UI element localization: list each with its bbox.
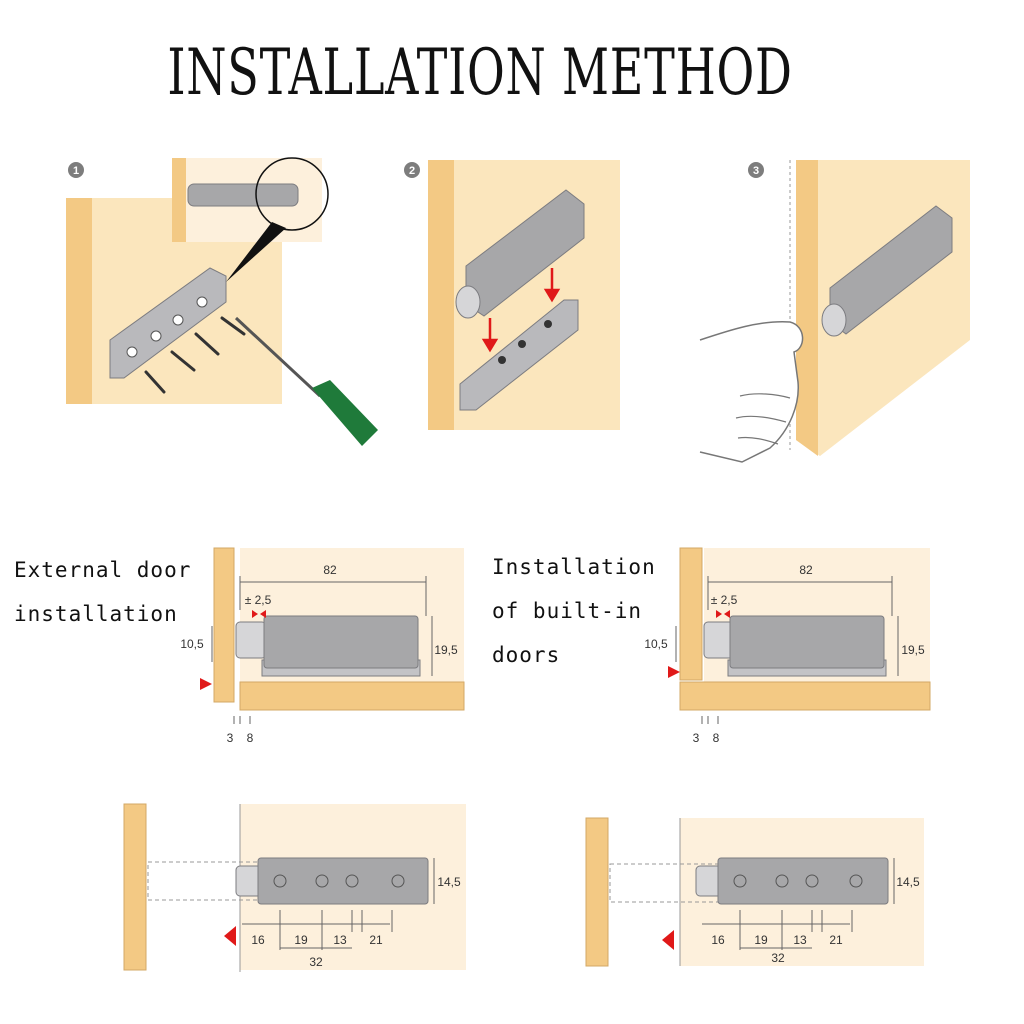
builtin-length-label: 82 [799, 563, 813, 577]
builtin-side-marker [668, 666, 680, 678]
builtin-plan-c-label: 13 [793, 933, 807, 947]
external-door-plan-view: 14,5 16 19 13 21 32 [123, 803, 466, 972]
builtin-depth-label: 8 [713, 731, 720, 745]
step-2-plunger [455, 285, 481, 319]
step-1-door-edge [66, 198, 92, 404]
step-3-hand-fingers [735, 393, 791, 445]
step-3-cabinet-side [796, 160, 970, 456]
step-1-inset-door [172, 158, 186, 242]
step-1-bracket-hole-4 [196, 296, 208, 308]
builtin-side-latch [729, 615, 885, 669]
external-plan-b-label: 19 [294, 933, 308, 947]
external-plan-marker [224, 926, 236, 946]
external-gap-label: 3 [227, 731, 234, 745]
step-1-number: 1 [73, 165, 79, 177]
builtin-plan-latch [717, 857, 889, 905]
external-plan-dimension-lines [242, 858, 435, 950]
builtin-door-label-line-2: of built-in [492, 599, 643, 623]
step-2-door-edge [428, 160, 454, 430]
builtin-gap-label: 3 [693, 731, 700, 745]
step-1-screws [144, 316, 246, 394]
external-door-label-line-2: installation [14, 602, 178, 626]
builtin-plan-a-label: 16 [711, 933, 725, 947]
builtin-side-door [679, 547, 703, 681]
step-1-bracket-hole-3 [172, 314, 184, 326]
step-1-zoom-circle [255, 157, 329, 231]
external-side-dimension-lines [211, 576, 433, 724]
external-door-side-view: 82 ± 2,5 10,5 19,5 3 8 [180, 547, 465, 745]
builtin-tolerance-arrow-left [716, 610, 722, 618]
builtin-door-label-line-1: Installation [492, 555, 656, 579]
external-plan-latch [257, 857, 429, 905]
builtin-tolerance-arrow-right [724, 610, 730, 618]
builtin-plan-marker [662, 930, 674, 950]
step-1-screwdriver-handle [312, 380, 378, 446]
step-1-inset-latch [187, 183, 299, 207]
step-1-bracket-hole-2 [150, 330, 162, 342]
external-side-marker [200, 678, 212, 690]
builtin-plan-door [585, 817, 609, 967]
builtin-plan-travel [609, 863, 731, 903]
external-plan-door [123, 803, 147, 971]
builtin-door-plan-view: 14,5 16 19 13 21 32 [585, 817, 924, 967]
external-side-latch [263, 615, 419, 669]
step-1-screwdriver-shaft [234, 316, 322, 398]
external-door-label: External door installation [14, 548, 191, 636]
builtin-side-shelf [679, 681, 931, 711]
external-height-label: 19,5 [434, 643, 458, 657]
step-2-screw-1 [498, 356, 506, 364]
builtin-plan-holes [733, 874, 863, 888]
builtin-plan-width-label: 14,5 [896, 875, 920, 889]
step-2-illustration: 2 [404, 160, 620, 430]
external-plan-holes [273, 874, 405, 888]
step-1-badge [68, 162, 84, 178]
builtin-door-label-line-3: doors [492, 643, 561, 667]
step-3-illustration: 3 [699, 160, 970, 463]
step-1-bracket-hole-1 [126, 346, 138, 358]
external-tolerance-arrow-right [260, 610, 266, 618]
external-tolerance-arrow-left [252, 610, 258, 618]
step-1-bracket [109, 267, 227, 379]
builtin-door-side-view: 82 ± 2,5 10,5 19,5 3 8 [644, 547, 931, 745]
external-plan-c-label: 13 [333, 933, 347, 947]
step-3-plunger [821, 303, 847, 337]
external-depth-label: 8 [247, 731, 254, 745]
external-plan-total-label: 32 [309, 955, 323, 969]
external-plan-width-label: 14,5 [437, 875, 461, 889]
builtin-side-dimension-lines [675, 576, 899, 724]
builtin-plan-total-label: 32 [771, 951, 785, 965]
external-side-door [213, 547, 235, 703]
step-2-screw-2 [518, 340, 526, 348]
step-2-number: 2 [409, 165, 415, 177]
page-title: INSTALLATION METHOD [167, 36, 793, 110]
step-3-badge [748, 162, 764, 178]
step-3-door-edge [796, 160, 818, 456]
external-door-label-line-1: External door [14, 558, 192, 582]
external-side-shelf [239, 681, 465, 711]
builtin-plan-d-label: 21 [829, 933, 843, 947]
step-1-zoom-pointer [226, 222, 286, 282]
step-2-badge [404, 162, 420, 178]
step-3-hand [699, 320, 804, 463]
external-side-plunger [235, 621, 267, 659]
step-2-screw-3 [544, 320, 552, 328]
builtin-tolerance-label: ± 2,5 [711, 593, 738, 607]
step-3-number: 3 [753, 165, 759, 177]
builtin-offset-label: 10,5 [644, 637, 668, 651]
step-2-arrows [481, 268, 561, 353]
builtin-door-label: Installation of built-in doors [492, 545, 656, 677]
external-offset-label: 10,5 [180, 637, 204, 651]
external-tolerance-label: ± 2,5 [245, 593, 272, 607]
external-length-label: 82 [323, 563, 337, 577]
external-plan-a-label: 16 [251, 933, 265, 947]
builtin-height-label: 19,5 [901, 643, 925, 657]
step-1-illustration: 1 [66, 157, 378, 446]
external-plan-d-label: 21 [369, 933, 383, 947]
builtin-plan-dimension-lines [702, 858, 895, 950]
builtin-plan-b-label: 19 [754, 933, 768, 947]
